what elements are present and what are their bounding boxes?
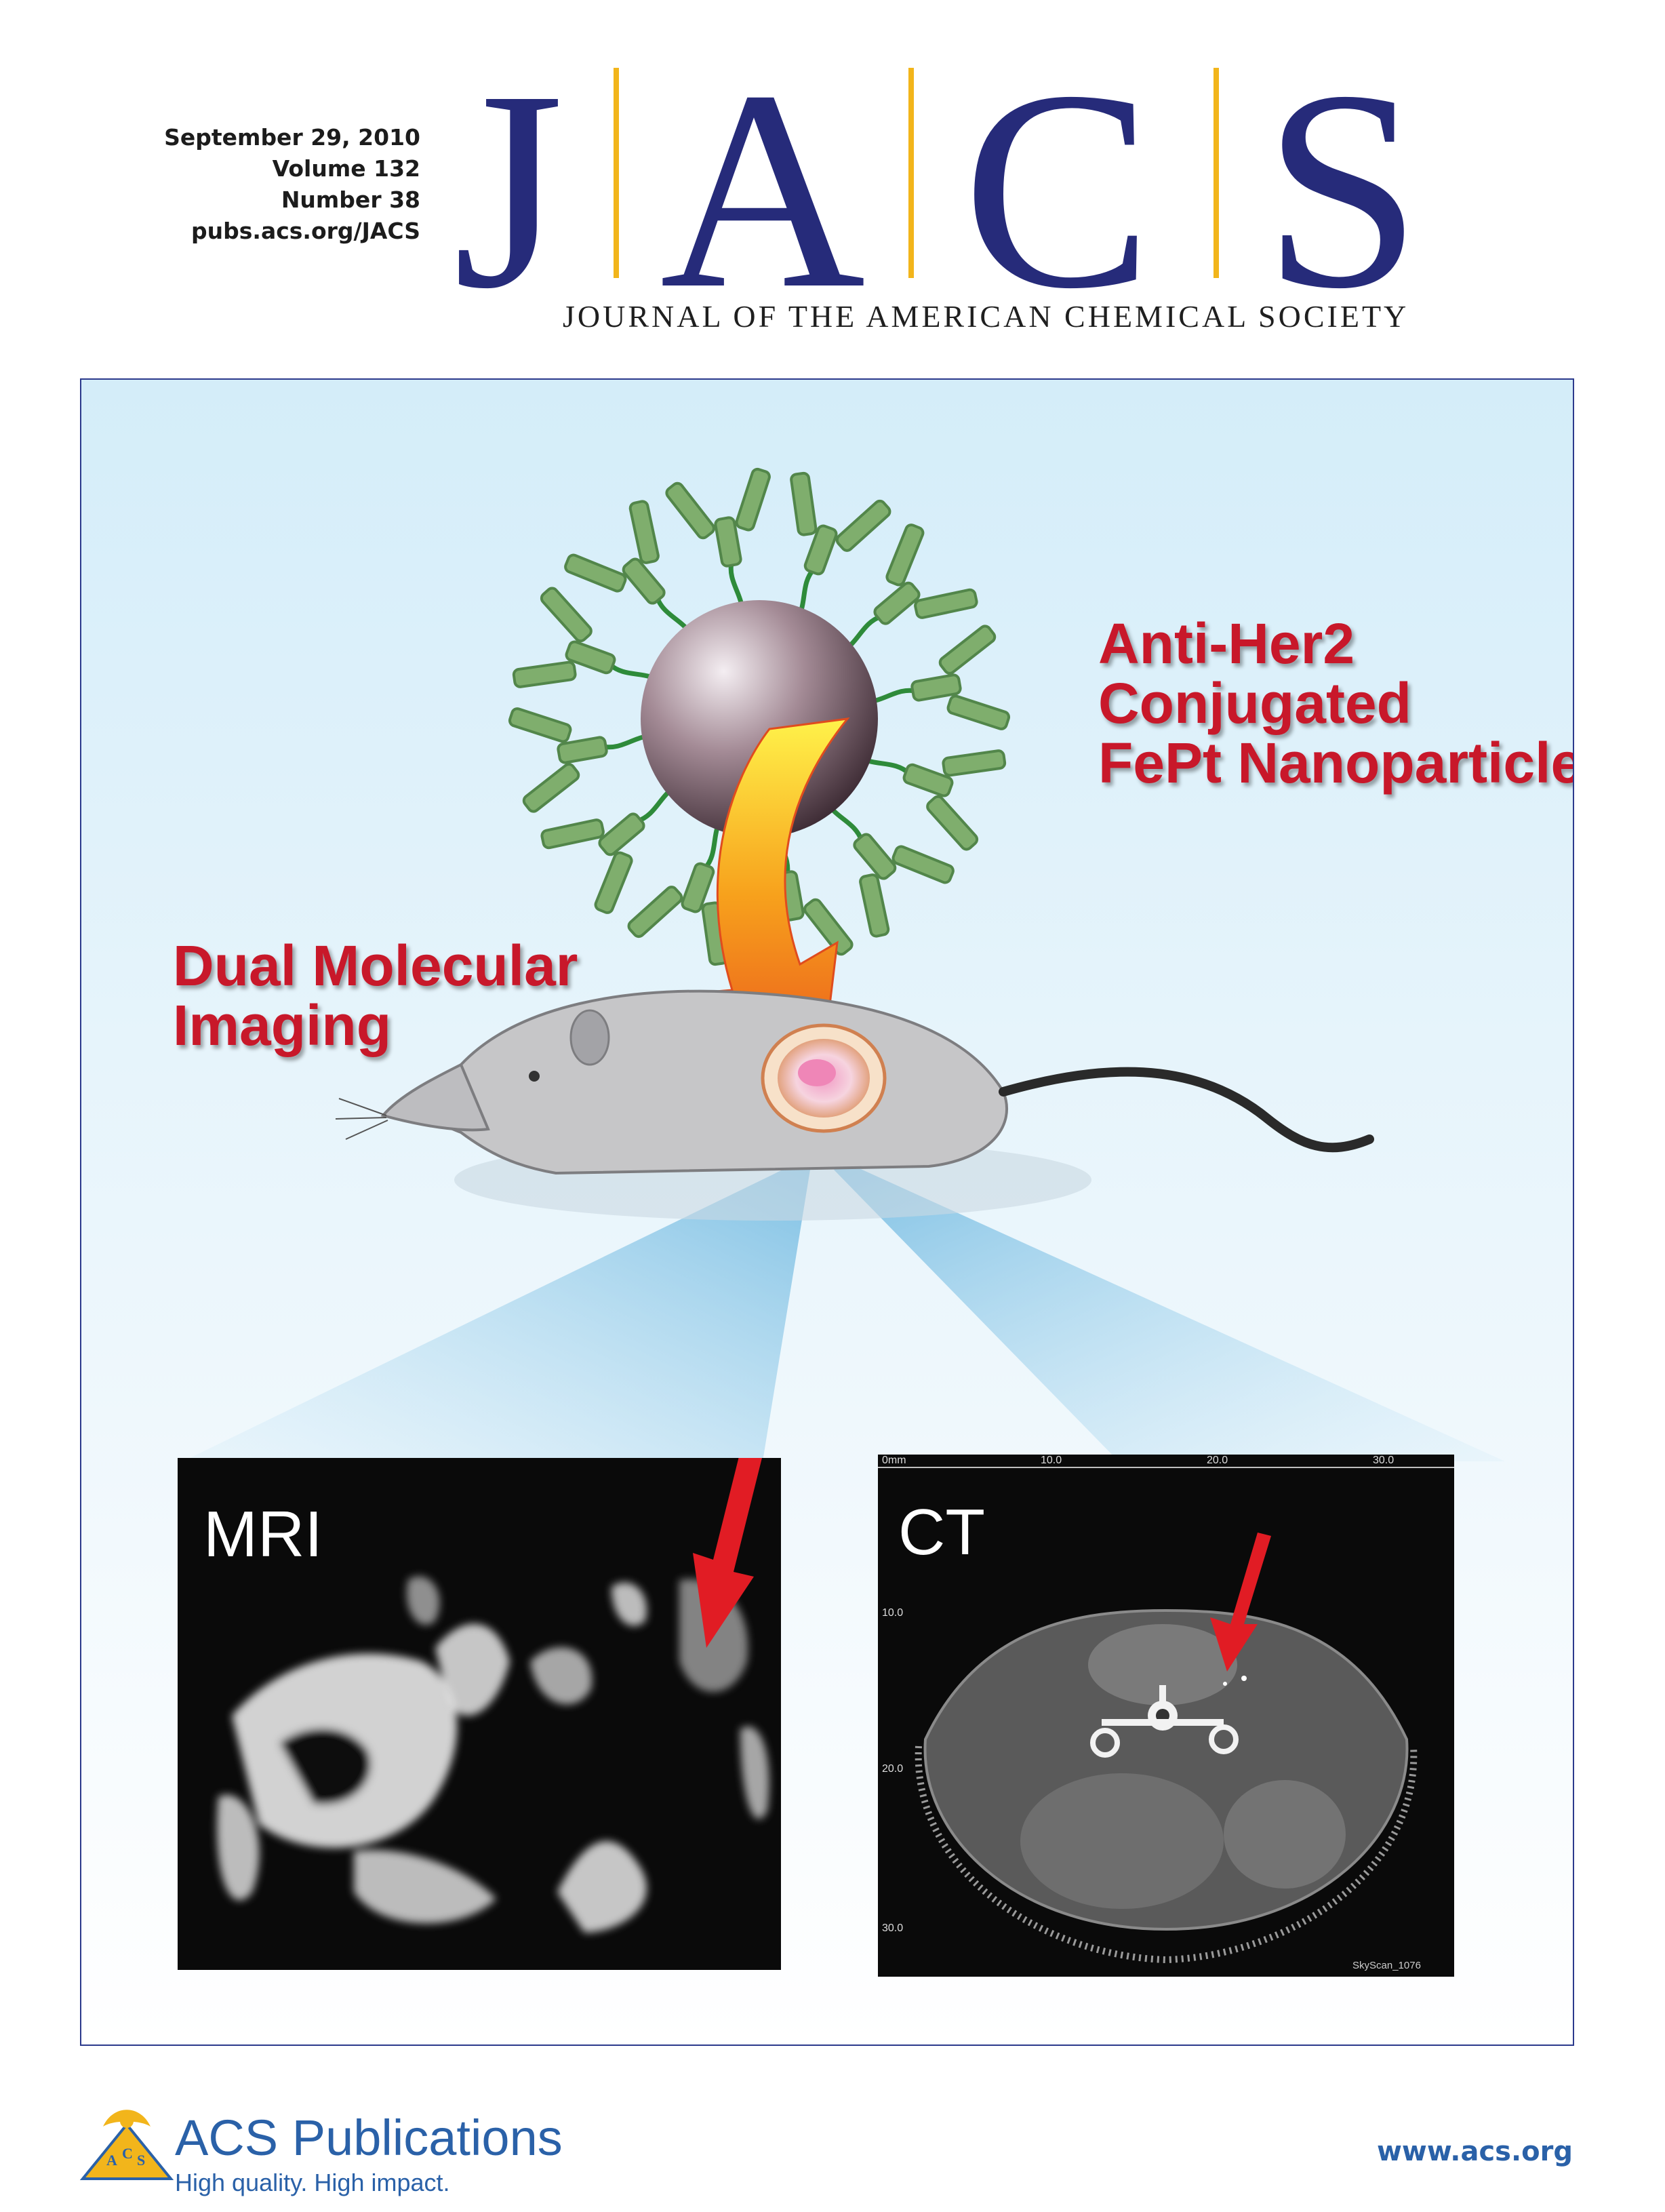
- imaging-caption: Dual Molecular Imaging: [173, 936, 578, 1055]
- ct-tick-x: 20.0: [1207, 1455, 1228, 1466]
- caption-line: Anti-Her2: [1098, 612, 1355, 675]
- masthead-letter-a: A: [660, 32, 866, 347]
- acs-brand: ACS Publications: [175, 2110, 563, 2166]
- masthead-letter-c: C: [962, 32, 1153, 347]
- ct-tick-x: 10.0: [1041, 1455, 1062, 1466]
- ct-tick-x: 0mm: [882, 1455, 906, 1466]
- mri-scan-image: [217, 1458, 769, 1933]
- issue-volume: Volume 132: [272, 155, 420, 182]
- acs-logo-icon: A C S: [79, 2110, 174, 2180]
- ct-tick-y: 20.0: [882, 1763, 904, 1775]
- masthead-divider: [1213, 68, 1219, 278]
- nanoparticle-illustration: [183, 380, 1505, 1461]
- ct-watermark: SkyScan_1076: [1352, 1960, 1421, 1971]
- cover-art: Anti-Her2 Conjugated FePt Nanoparticles …: [80, 378, 1574, 2046]
- svg-text:S: S: [137, 2152, 145, 2169]
- masthead-letter-s: S: [1263, 32, 1422, 347]
- caption-line: Imaging: [173, 993, 392, 1057]
- acs-tagline: High quality. High impact.: [175, 2169, 450, 2196]
- ct-scan-image: [878, 1467, 1454, 1964]
- ct-label: CT: [898, 1496, 985, 1568]
- issue-info: September 29, 2010 Volume 132 Number 38 …: [108, 122, 420, 247]
- issue-date: September 29, 2010: [164, 124, 420, 151]
- caption-line: FePt Nanoparticles: [1098, 731, 1574, 795]
- acs-website-link[interactable]: www.acs.org: [1376, 2136, 1573, 2167]
- masthead-divider: [614, 68, 619, 278]
- ct-panel: 0mm 10.0 20.0 30.0 10.0 20.0 30.0 SkySca…: [878, 1455, 1454, 1977]
- mri-panel: MRI: [178, 1458, 781, 1970]
- mri-label: MRI: [203, 1498, 323, 1571]
- issue-url[interactable]: pubs.acs.org/JACS: [191, 218, 420, 244]
- caption-line: Dual Molecular: [173, 934, 578, 998]
- nanoparticle-caption: Anti-Her2 Conjugated FePt Nanoparticles: [1098, 612, 1574, 795]
- svg-text:C: C: [122, 2145, 133, 2162]
- journal-name: JOURNAL OF THE AMERICAN CHEMICAL SOCIETY: [563, 299, 1409, 334]
- mouse-illustration: [335, 989, 1374, 1221]
- masthead-divider: [908, 68, 914, 278]
- caption-line: Conjugated: [1098, 671, 1411, 735]
- ct-tick-y: 30.0: [882, 1922, 904, 1934]
- svg-text:A: A: [106, 2152, 117, 2169]
- issue-number: Number 38: [281, 186, 420, 213]
- ct-tick-y: 10.0: [882, 1607, 904, 1619]
- masthead-letter-j: J: [453, 32, 564, 347]
- ct-tick-x: 30.0: [1373, 1455, 1395, 1466]
